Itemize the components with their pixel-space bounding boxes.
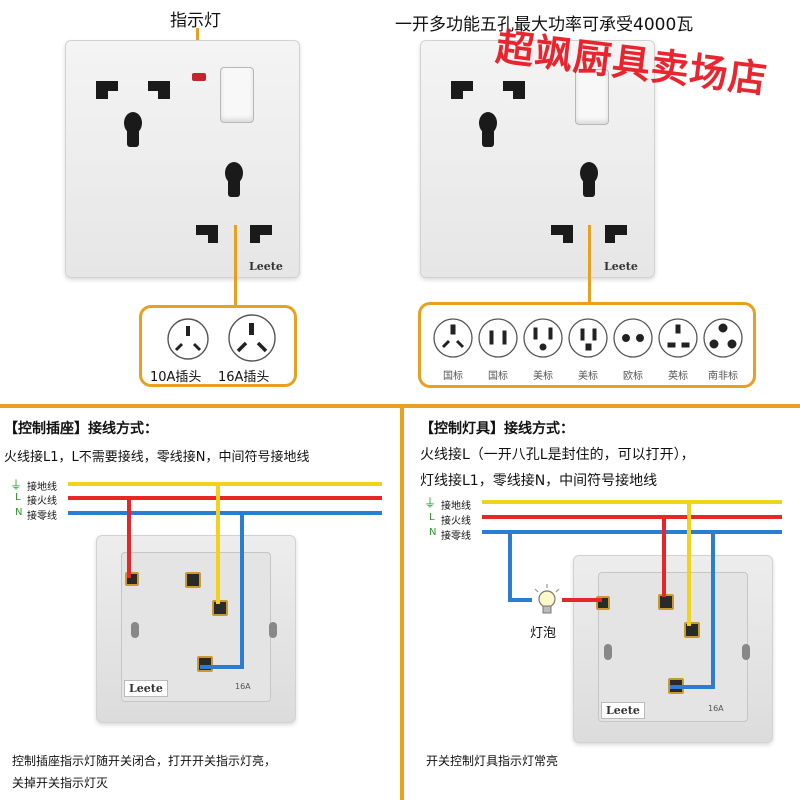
brand-logo: Leete [249,260,283,273]
screw-slot [131,622,139,638]
legend-neutral: 接零线 [441,531,471,542]
terminal-l [658,594,674,610]
live-wire [482,515,782,519]
terminal-ground [212,600,228,616]
neutral-wire [482,530,782,534]
right-note-line1: 开关控制灯具指示灯常亮 [426,754,559,768]
legend-ground: 接地线 [441,501,471,512]
neutral-drop-wire [240,513,244,668]
ground-drop-wire [216,484,220,604]
rear-plate-left: Leete 16A [96,535,296,723]
plug-label-10a: 10A插头 [150,370,202,385]
plug-types-box-left: 10A插头 16A插头 [139,305,297,387]
legend-live: 接火线 [441,516,471,527]
std-label-5: 英标 [668,371,688,382]
live-drop-wire [127,498,131,578]
ground-symbol-icon: ⏚ [424,496,437,510]
plug-standards-icons [433,318,743,358]
neutral-link-wire [200,665,244,669]
legend-letter-n: N [15,507,23,518]
std-label-0: 国标 [443,371,463,382]
screw-slot [742,644,750,660]
lower-socket-icon [196,162,272,243]
brand-logo: Leete [604,260,638,273]
legend-live: 接火线 [27,496,57,507]
live-drop-wire [662,517,666,597]
terminal-neutral [197,656,213,672]
left-note-line1: 控制插座指示灯随开关闭合，打开开关指示灯亮， [12,754,277,768]
ground-wire [68,482,382,486]
rocker-switch[interactable] [575,69,609,125]
ground-symbol-icon: ⏚ [10,478,23,492]
socket-plate-left: Leete [65,40,300,278]
left-note-line2: 关掉开关指示灯灭 [12,776,109,790]
indicator-label: 指示灯 [170,11,221,31]
indicator-light [192,73,206,81]
screw-slot [269,622,277,638]
plug-types-box-right: 国标 国标 美标 美标 欧标 英标 南非标 [418,302,756,388]
bulb-to-l1-wire [562,598,602,602]
plug-16a-icon [228,314,276,362]
neutral-to-bulb-wire [508,532,512,602]
rear-rating: 16A [708,704,724,713]
ground-drop-wire [687,502,691,626]
light-bulb-icon [534,584,560,614]
legend-neutral: 接零线 [27,511,57,522]
bulb-label: 灯泡 [530,626,557,641]
std-label-2: 美标 [533,371,553,382]
upper-socket-icon [451,81,525,147]
vertical-divider [400,404,404,800]
ground-wire [482,500,782,504]
legend-letter-l: L [429,512,435,523]
neutral-drop-wire [711,532,715,688]
terminal-ground [684,622,700,638]
std-label-6: 南非标 [708,371,738,382]
neutral-to-bulb-link [508,598,532,602]
legend-letter-l: L [15,492,21,503]
right-section-instructions-2: 灯线接L1，零线接N，中间符号接地线 [420,473,658,489]
rear-brand: Leete [601,702,645,719]
left-section-instructions: 火线接L1，L不需要接线，零线接N，中间符号接地线 [4,450,310,465]
std-label-3: 美标 [578,371,598,382]
plug-label-16a: 16A插头 [218,370,270,385]
upper-socket-icon [96,81,170,147]
socket-pointer-right [588,225,591,305]
screw-slot [604,644,612,660]
socket-plate-right: Leete [420,40,655,278]
neutral-wire [68,511,382,515]
right-section-instructions-1: 火线接L（一开八孔L是封住的，可以打开）， [420,447,695,463]
rear-brand: Leete [124,680,168,697]
right-section-title: 【控制灯具】接线方式： [420,421,574,437]
socket-pointer-left [234,225,237,307]
headline: 一开多功能五孔最大功率可承受4000瓦 [395,15,694,35]
legend-letter-n: N [429,527,437,538]
lower-socket-icon [551,162,627,243]
rocker-switch[interactable] [220,67,254,123]
plug-10a-icon [167,318,209,360]
left-section-title: 【控制插座】接线方式： [4,421,158,437]
rear-plate-right: Leete 16A [573,555,773,743]
legend-ground: 接地线 [27,482,57,493]
terminal-l [185,572,201,588]
neutral-link-wire [670,685,715,689]
std-label-1: 国标 [488,371,508,382]
std-label-4: 欧标 [623,371,643,382]
live-wire [68,496,382,500]
rear-rating: 16A [235,682,251,691]
